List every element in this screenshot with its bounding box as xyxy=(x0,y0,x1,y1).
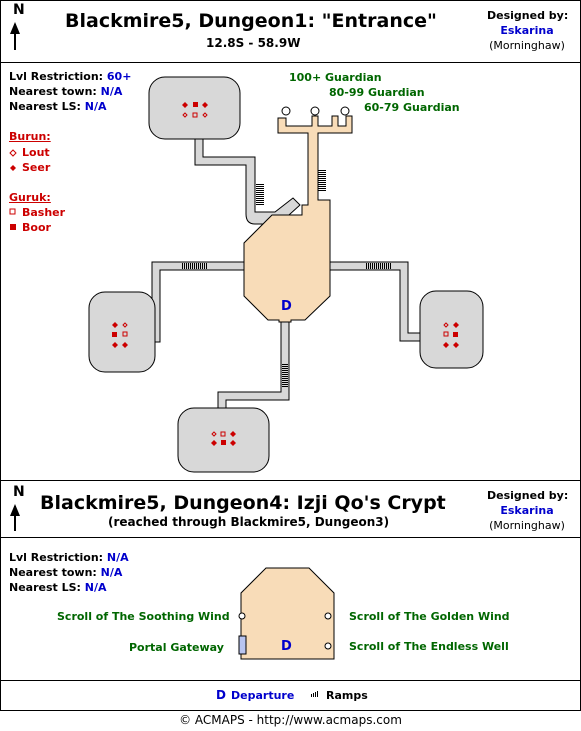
section-divider xyxy=(0,480,581,481)
crypt-chamber xyxy=(240,567,335,660)
guardian-80-99-label: 80-99 Guardian xyxy=(329,86,425,99)
compass-north-label: N xyxy=(13,2,25,18)
map1-designed-by: Designed by: xyxy=(487,9,569,22)
map1-title: Blackmire5, Dungeon1: "Entrance" xyxy=(65,10,437,32)
guardian-60-79-marker xyxy=(340,106,350,116)
header-divider-1 xyxy=(0,62,581,63)
room-west xyxy=(88,291,156,373)
map1-coords: 12.8S - 58.9W xyxy=(206,36,301,50)
map2-title: Blackmire5, Dungeon4: Izji Qo's Crypt xyxy=(40,492,446,514)
guardian-80-99-marker xyxy=(310,106,320,116)
compass-arrow-icon xyxy=(10,22,20,50)
legend-seer: Seer xyxy=(22,161,51,174)
soothing-wind-marker xyxy=(238,612,246,620)
map2-town-label: Nearest town: N/A xyxy=(9,566,123,579)
ramp-icon xyxy=(182,263,208,269)
map2-subtitle: (reached through Blackmire5, Dungeon3) xyxy=(108,515,390,529)
map2-level-label: Lvl Restriction: N/A xyxy=(9,551,129,564)
room-east xyxy=(419,290,484,369)
golden-wind-label: Scroll of The Golden Wind xyxy=(349,610,510,623)
hollow-square-icon xyxy=(9,208,16,215)
guardian-100-marker xyxy=(281,106,291,116)
legend-boor: Boor xyxy=(22,221,51,234)
map1-level-label: Lvl Restriction: 60+ xyxy=(9,70,132,83)
filled-square-icon xyxy=(10,224,16,230)
map1-designer: Eskarina xyxy=(500,24,554,37)
guardian-60-79-label: 60-79 Guardian xyxy=(364,101,460,114)
compass-arrow-icon xyxy=(10,504,20,531)
map2-departure-marker: D xyxy=(281,639,292,654)
map2-designed-by: Designed by: xyxy=(487,489,569,502)
map1-ls-label: Nearest LS: N/A xyxy=(9,100,107,113)
ramp-icon xyxy=(366,263,392,269)
soothing-wind-label: Scroll of The Soothing Wind xyxy=(57,610,230,623)
footer-credit: © ACMAPS - http://www.acmaps.com xyxy=(179,713,402,727)
legend-group-guruk: Guruk: xyxy=(9,191,51,204)
legend-lout: Lout xyxy=(22,146,50,159)
golden-wind-marker xyxy=(324,612,332,620)
map1-town-label: Nearest town: N/A xyxy=(9,85,123,98)
map2-designer: Eskarina xyxy=(500,504,554,517)
ramp-icon xyxy=(282,364,288,388)
room-north xyxy=(148,76,241,140)
map1-departure-marker: D xyxy=(281,299,292,314)
ramps-legend-icon xyxy=(311,691,318,697)
portal-gateway-label: Portal Gateway xyxy=(129,641,224,654)
legend-ramps-label: Ramps xyxy=(326,689,368,702)
ramp-icon xyxy=(318,170,326,192)
map2-designer-alias: (Morninghaw) xyxy=(489,519,565,532)
endless-well-label: Scroll of The Endless Well xyxy=(349,640,509,653)
header-divider-2 xyxy=(0,537,581,538)
legend-departure-label: Departure xyxy=(231,689,295,702)
legend-departure-symbol: D xyxy=(216,688,226,702)
ramp-icon xyxy=(256,183,264,205)
legend-group-burun: Burun: xyxy=(9,130,51,143)
mob-markers xyxy=(112,102,459,446)
main-chamber xyxy=(243,115,353,323)
legend-divider xyxy=(0,680,581,681)
compass-north-label-2: N xyxy=(13,484,25,500)
portal-gateway-marker xyxy=(238,635,247,655)
guardian-100-label: 100+ Guardian xyxy=(289,71,382,84)
map1-designer-alias: (Morninghaw) xyxy=(489,39,565,52)
filled-diamond-icon xyxy=(10,165,16,171)
endless-well-marker xyxy=(324,642,332,650)
hollow-diamond-icon xyxy=(9,149,17,157)
legend-basher: Basher xyxy=(22,206,66,219)
map2-ls-label: Nearest LS: N/A xyxy=(9,581,107,594)
